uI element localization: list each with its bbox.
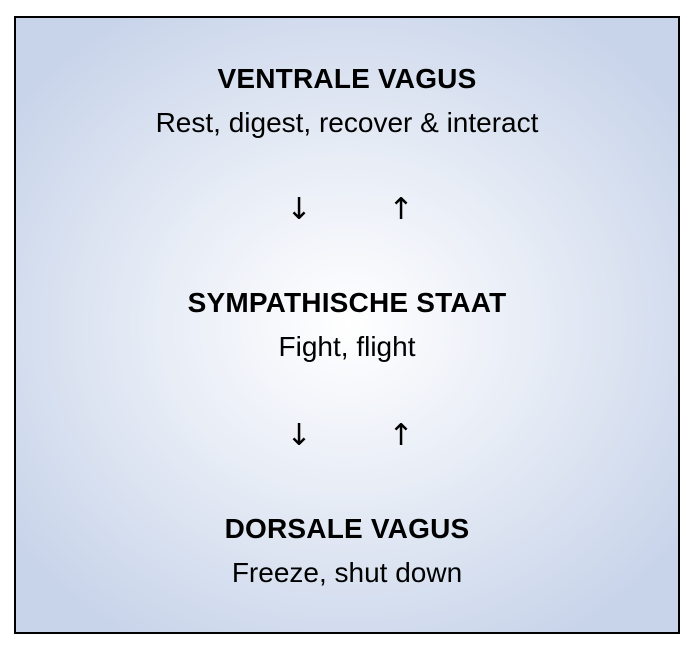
state-ventral-vagus: VENTRALE VAGUS Rest, digest, recover & i…: [16, 62, 678, 141]
transition-arrows-upper: ↓ ↑: [16, 190, 678, 230]
transition-arrows-lower: ↓ ↑: [16, 416, 678, 456]
arrow-up-icon: ↑: [388, 192, 414, 227]
state-subtitle: Fight, flight: [278, 331, 416, 362]
state-subtitle: Freeze, shut down: [231, 557, 463, 588]
state-subtitle: Rest, digest, recover & interact: [155, 107, 539, 138]
arrow-down-icon: ↓: [286, 192, 312, 227]
state-title: SYMPATHISCHE STAAT: [187, 287, 507, 318]
state-title: DORSALE VAGUS: [224, 513, 470, 544]
state-sympathetic: SYMPATHISCHE STAAT Fight, flight: [16, 286, 678, 365]
arrow-up-icon: ↑: [388, 418, 414, 453]
state-title: VENTRALE VAGUS: [217, 63, 477, 94]
diagram-frame: VENTRALE VAGUS Rest, digest, recover & i…: [14, 16, 680, 634]
arrow-down-icon: ↓: [286, 418, 312, 453]
state-dorsal-vagus: DORSALE VAGUS Freeze, shut down: [16, 512, 678, 591]
